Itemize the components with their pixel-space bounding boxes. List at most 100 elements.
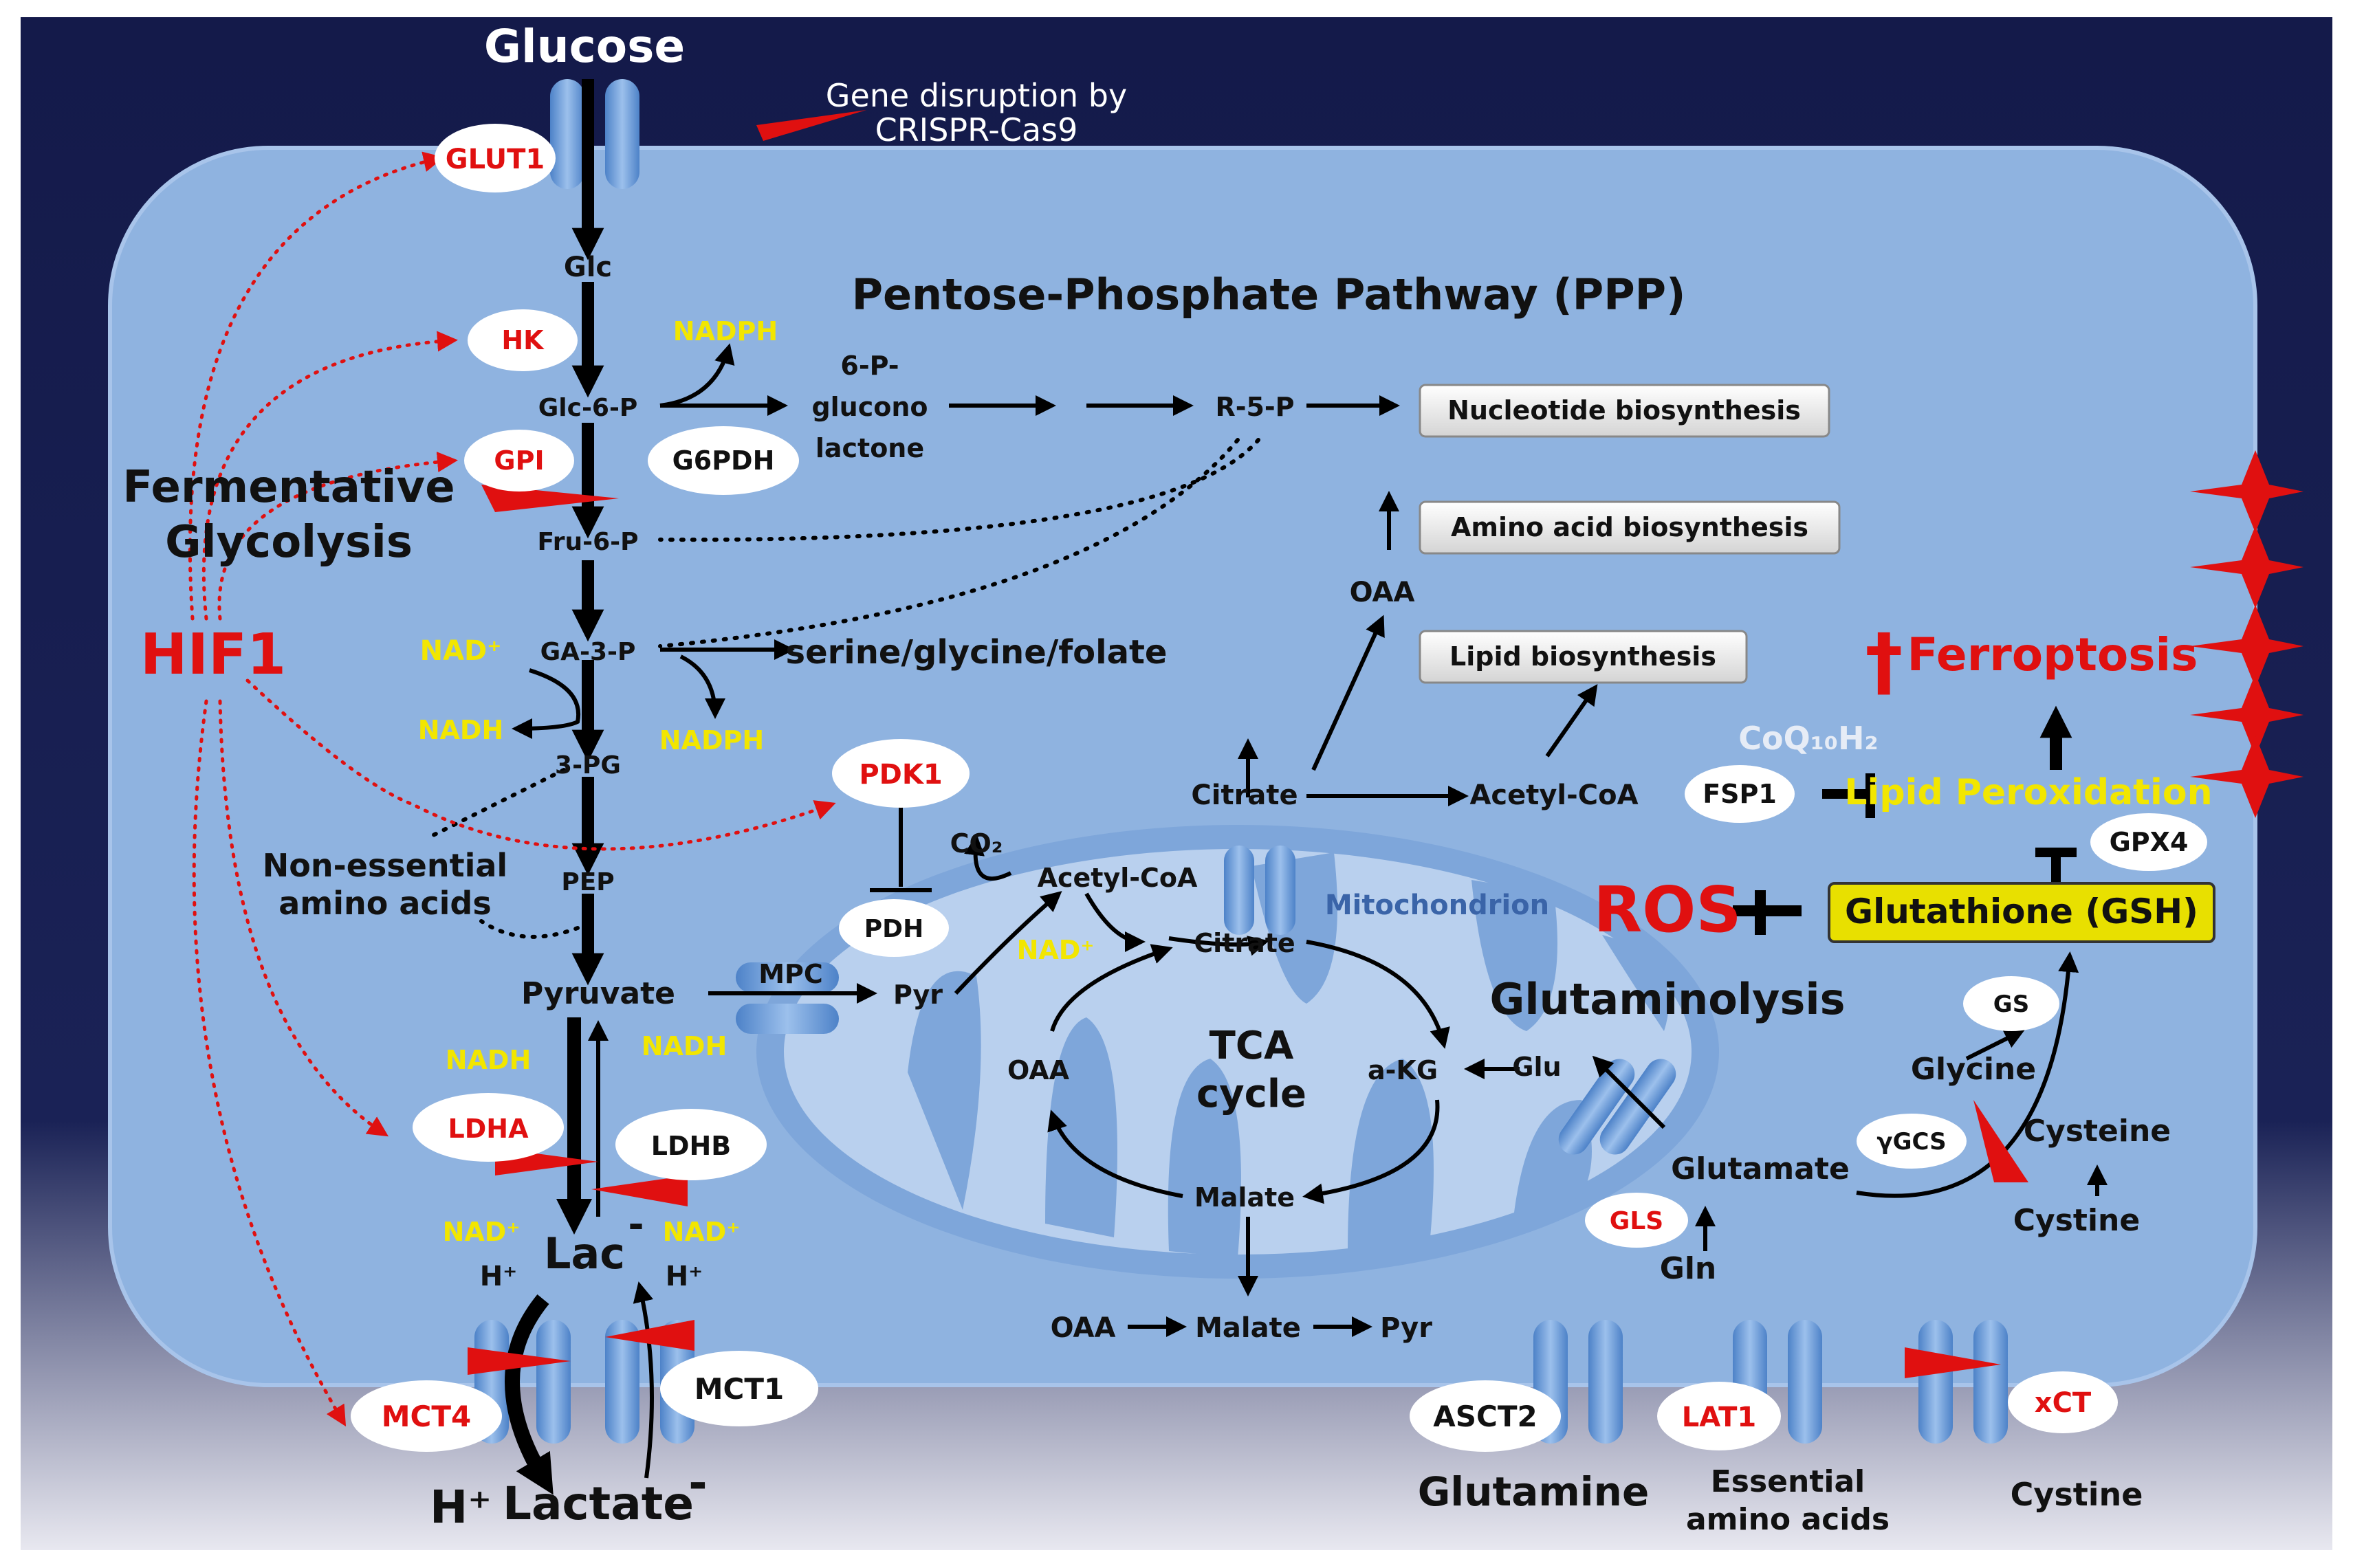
ggcs-label: γGCS — [1876, 1128, 1946, 1156]
ferroptosis-stars — [2190, 450, 2303, 818]
co2-label: CO₂ — [950, 828, 1003, 859]
lipid-box: Lipid biosynthesis — [1419, 630, 1748, 684]
non-essential-line2: amino acids — [278, 885, 492, 922]
gluconolactone-line3: lactone — [816, 433, 924, 463]
dagger-icon: † — [1865, 617, 1903, 705]
lipid-perox-label: Lipid Peroxidation — [1844, 772, 2212, 813]
amino-acid-label: Amino acid biosynthesis — [1451, 512, 1808, 542]
pyruvate-label: Pyruvate — [521, 976, 675, 1011]
nadh-right: NADH — [642, 1031, 727, 1061]
g6pdh-oval: G6PDH — [648, 426, 799, 495]
oaa-up: OAA — [1350, 577, 1415, 608]
fsp1-label: FSP1 — [1703, 779, 1777, 809]
gls-label: GLS — [1610, 1207, 1663, 1235]
citrate-in: Citrate — [1194, 928, 1295, 958]
lactate-charge: - — [688, 1457, 707, 1510]
gls-oval: GLS — [1585, 1193, 1688, 1248]
glucose-label: Glucose — [484, 20, 685, 73]
glu-mito: Glu — [1512, 1052, 1561, 1082]
glc6p-label: Glc-6-P — [538, 394, 638, 422]
legend-text-line2: CRISPR-Cas9 — [875, 111, 1078, 148]
mpc-label: MPC — [758, 959, 823, 989]
mct4-label: MCT4 — [382, 1400, 472, 1433]
glutamate-label: Glutamate — [1671, 1151, 1850, 1186]
gsh-label: Glutathione (GSH) — [1845, 892, 2198, 931]
gs-label: GS — [1993, 991, 2029, 1018]
lac-label: Lac — [544, 1228, 625, 1279]
xct-oval: xCT — [2008, 1371, 2118, 1433]
h-plus-left: H⁺ — [480, 1261, 518, 1292]
citrate-out: Citrate — [1191, 780, 1298, 811]
nucleotide-label: Nucleotide biosynthesis — [1447, 395, 1801, 426]
nad-left: NAD⁺ — [443, 1217, 521, 1247]
glycine-label: Glycine — [1911, 1052, 2036, 1087]
non-essential-line1: Non-essential — [263, 847, 507, 884]
nucleotide-box: Nucleotide biosynthesis — [1419, 384, 1830, 438]
cystine-in-label: Cystine — [2013, 1203, 2140, 1238]
gpi-label: GPI — [494, 445, 544, 476]
mpc-oval: MPC — [758, 959, 823, 989]
pdk1-label: PDK1 — [859, 759, 942, 791]
h-plus-right: H⁺ — [666, 1261, 703, 1292]
amino-acid-box: Amino acid biosynthesis — [1419, 500, 1841, 555]
ferroptosis-label: Ferroptosis — [1907, 628, 2198, 681]
mct4-efflux-arrow — [505, 1294, 554, 1495]
gpx4-label: GPX4 — [2110, 827, 2189, 857]
r5p-label: R-5-P — [1215, 392, 1294, 422]
hk-label: HK — [501, 325, 545, 355]
enzyme-ovals: GLUT1 HK GPI G6PDH PDK1 PDH LDHA LDHB MC… — [351, 124, 2207, 1452]
pyr-mito: Pyr — [893, 980, 943, 1010]
malate-mito: Malate — [1194, 1182, 1295, 1213]
asct2-label: ASCT2 — [1433, 1400, 1537, 1433]
lat1-label: LAT1 — [1682, 1402, 1756, 1433]
glycolysis-title-line2: Glycolysis — [165, 517, 413, 568]
h-plus-outside: H⁺ — [430, 1481, 492, 1534]
asct2-oval: ASCT2 — [1410, 1380, 1561, 1452]
hif1-label: HIF1 — [140, 622, 286, 687]
ros-label: ROS — [1593, 873, 1741, 947]
nad-mito: NAD⁺ — [1017, 935, 1095, 965]
essential-aa-line2: amino acids — [1686, 1502, 1890, 1537]
legend-text-line1: Gene disruption by — [826, 77, 1127, 114]
nadh-left: NADH — [446, 1045, 532, 1075]
ga3p-label: GA-3-P — [540, 638, 636, 666]
glut1-oval: GLUT1 — [435, 124, 556, 192]
malate-bottom: Malate — [1195, 1312, 1301, 1344]
fsp1-oval: FSP1 — [1685, 765, 1795, 823]
pdh-label: PDH — [864, 915, 923, 943]
pg3-label: 3-PG — [555, 751, 621, 780]
mitochondrion — [756, 825, 1719, 1279]
gpi-oval: GPI — [464, 430, 574, 492]
mito-label: Mitochondrion — [1325, 890, 1549, 921]
mct1-oval: MCT1 — [660, 1351, 818, 1426]
oaa-bottom: OAA — [1051, 1312, 1116, 1344]
nad-right: NAD⁺ — [663, 1217, 741, 1247]
ldha-label: LDHA — [448, 1114, 529, 1144]
acetyl-coa-out: Acetyl-CoA — [1469, 780, 1638, 811]
cystine-outside: Cystine — [2011, 1476, 2143, 1513]
pep-label: PEP — [561, 868, 614, 896]
ggcs-oval: γGCS — [1857, 1114, 1967, 1169]
gsh-box: Glutathione (GSH) — [1828, 882, 2215, 943]
lac-charge: - — [628, 1202, 644, 1247]
glc-label: Glc — [564, 252, 612, 283]
lat1-oval: LAT1 — [1657, 1382, 1781, 1450]
glutaminolysis-label: Glutaminolysis — [1489, 974, 1845, 1024]
essential-aa-line1: Essential — [1711, 1464, 1865, 1499]
xct-label: xCT — [2035, 1387, 2092, 1419]
mct4-oval: MCT4 — [351, 1380, 502, 1452]
g6pdh-label: G6PDH — [672, 445, 775, 476]
lactate-outside: Lactate — [503, 1477, 694, 1530]
oaa-mito: OAA — [1007, 1055, 1070, 1085]
ldhb-oval: LDHB — [615, 1109, 767, 1180]
coq-label: CoQ₁₀H₂ — [1738, 720, 1878, 757]
lipid-label: Lipid biosynthesis — [1449, 641, 1716, 672]
ldhb-label: LDHB — [651, 1131, 732, 1161]
inhibition-bars — [870, 773, 2077, 935]
tca-line1: TCA — [1210, 1024, 1294, 1068]
glycolysis-title-line1: Fermentative — [122, 462, 455, 513]
serine-label: serine/glycine/folate — [786, 633, 1168, 672]
gln-label: Gln — [1660, 1251, 1717, 1286]
cysteine-label: Cysteine — [2024, 1114, 2171, 1149]
